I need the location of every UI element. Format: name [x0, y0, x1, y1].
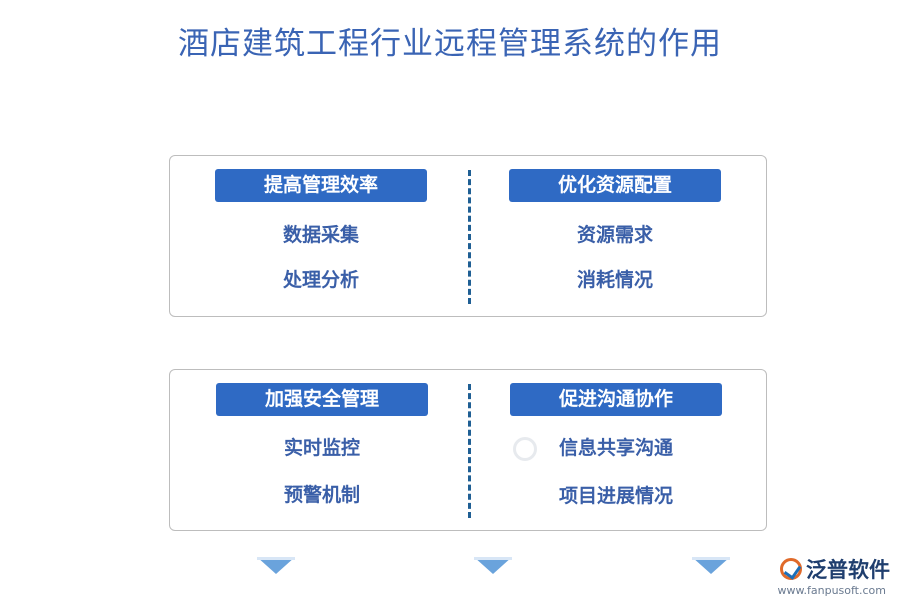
section-label-safety: 加强安全管理	[216, 383, 428, 416]
panel-bottom: 加强安全管理 实时监控 预警机制 促进沟通协作 信息共享沟通 项目进展情况	[169, 369, 767, 531]
section-item: 消耗情况	[576, 269, 653, 291]
section-item: 预警机制	[283, 484, 360, 506]
panel-divider	[468, 384, 471, 518]
section-item: 信息共享沟通	[558, 437, 673, 459]
down-arrow-icon	[257, 557, 295, 574]
section-label-resources: 优化资源配置	[509, 169, 721, 202]
logo-name: 泛普软件	[806, 558, 890, 582]
panel-top: 提高管理效率 数据采集 处理分析 优化资源配置 资源需求 消耗情况	[169, 155, 767, 317]
down-arrow-icon	[474, 557, 512, 574]
panel-divider	[468, 170, 471, 304]
logo-mark-icon	[780, 558, 802, 580]
section-item: 数据采集	[282, 224, 359, 246]
brand-logo: 泛普软件	[780, 554, 890, 584]
section-label-collaboration: 促进沟通协作	[510, 383, 722, 416]
down-arrow-icon	[692, 557, 730, 574]
logo-url: www.fanpusoft.com	[777, 584, 886, 597]
section-label-efficiency: 提高管理效率	[215, 169, 427, 202]
section-item: 项目进展情况	[558, 485, 673, 507]
page-title: 酒店建筑工程行业远程管理系统的作用	[178, 26, 722, 62]
watermark-icon	[513, 437, 537, 461]
section-item: 资源需求	[576, 224, 653, 246]
section-item: 处理分析	[282, 269, 359, 291]
section-item: 实时监控	[283, 437, 360, 459]
